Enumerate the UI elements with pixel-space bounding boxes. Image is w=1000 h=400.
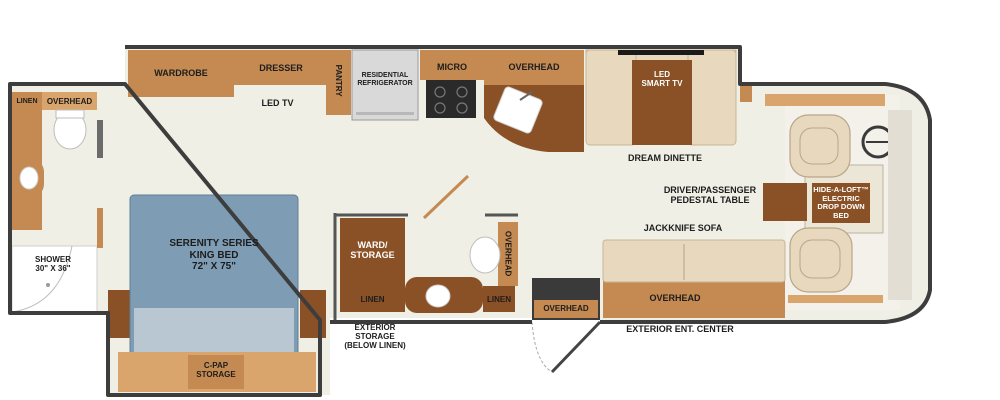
micro-cabinet <box>420 50 484 80</box>
half-bath-sink <box>425 284 451 308</box>
half-bath-door <box>422 174 470 220</box>
burner-2 <box>456 86 468 98</box>
dinette-side-cabinet <box>740 84 752 102</box>
wardrobe-cabinet <box>128 50 234 97</box>
cooktop <box>426 80 476 118</box>
bath-toilet-tank <box>55 109 85 119</box>
label-dresser: DRESSER <box>259 63 303 73</box>
label-led-smart-tv: LED SMART TV <box>641 70 683 89</box>
label-overhead-sofa: OVERHEAD <box>649 293 701 303</box>
burner-1 <box>434 86 446 98</box>
label-overhead-entry: OVERHEAD <box>543 304 589 313</box>
bath-overhead-cabinet <box>42 92 97 110</box>
hide-a-loft-bed <box>812 183 870 223</box>
half-bath-toilet <box>469 236 501 274</box>
label-exterior-storage: EXTERIOR STORAGE (BELOW LINEN) <box>344 323 406 351</box>
label-micro: MICRO <box>437 62 467 72</box>
windshield-dash <box>888 110 912 300</box>
entry-overhead-inner <box>534 300 598 318</box>
kitchen-sink <box>493 86 543 134</box>
passenger-seat <box>789 227 853 293</box>
label-ward-storage: WARD/ STORAGE <box>350 240 395 261</box>
cab-overhead-bottom <box>788 295 883 303</box>
label-led-tv: LED TV <box>261 98 294 108</box>
label-refrigerator: RESIDENTIAL REFRIGERATOR <box>357 72 413 88</box>
overhead-kitchen-cabinet <box>484 50 584 85</box>
label-exterior-ent-center: EXTERIOR ENT. CENTER <box>626 324 734 334</box>
passenger-seat-cushion <box>799 239 841 279</box>
label-cpap-storage: C-PAP STORAGE <box>196 361 236 380</box>
label-linen-left: LINEN <box>360 295 385 304</box>
label-bed: SERENITY SERIES KING BED 72" X 75" <box>169 238 259 272</box>
bath-partition <box>97 120 103 158</box>
bath-partition-2 <box>97 208 103 248</box>
linen-right-cabinet <box>483 286 515 312</box>
ward-storage-cabinet <box>340 218 405 286</box>
label-shower: SHOWER 30" X 36" <box>35 255 71 274</box>
driver-seat-cushion <box>799 127 839 165</box>
burner-4 <box>456 102 468 114</box>
refrigerator <box>351 49 419 121</box>
driver-seat <box>789 114 851 178</box>
sink-faucet <box>519 91 533 101</box>
label-overhead-kitchen: OVERHEAD <box>508 62 560 72</box>
linen-left-cabinet <box>340 286 405 312</box>
label-hide-a-loft: HIDE-A-LOFT™ ELECTRIC DROP DOWN BED <box>813 185 869 220</box>
jackknife-sofa <box>602 239 786 283</box>
dinette-table <box>632 60 692 145</box>
refrigerator-door-line <box>356 112 414 115</box>
half-bath-overhead <box>498 222 518 286</box>
label-wardrobe: WARDROBE <box>154 68 208 78</box>
label-linen-bath: LINEN <box>16 98 38 105</box>
bath-sink <box>19 166 39 190</box>
dinette-seat-left <box>585 49 637 146</box>
shower-drain <box>46 283 50 287</box>
shower-stall <box>11 245 98 313</box>
pantry-cabinet <box>326 50 351 115</box>
burner-3 <box>434 102 446 114</box>
dinette-tv <box>618 50 704 55</box>
label-jackknife-sofa: JACKKNIFE SOFA <box>643 223 723 233</box>
label-pedestal-table: DRIVER/PASSENGER PEDESTAL TABLE <box>663 185 757 206</box>
label-overhead-bath: OVERHEAD <box>46 97 93 106</box>
entry-door <box>550 320 602 374</box>
label-dream-dinette: DREAM DINETTE <box>628 153 702 163</box>
label-pantry: PANTRY <box>334 64 344 97</box>
coach-wall <box>8 45 932 397</box>
label-overhead-half-bath: OVERHEAD <box>503 230 513 277</box>
entry-door-arc <box>531 321 553 373</box>
pedestal-table <box>763 183 807 221</box>
cab-overhead-top <box>765 94 885 106</box>
sofa-overhead <box>603 278 785 318</box>
dresser-cabinet <box>234 50 326 85</box>
label-linen-right: LINEN <box>487 295 511 304</box>
cpap-cabinet-inner <box>188 355 244 389</box>
bed-pillow-area <box>134 308 294 352</box>
dinette-seat-right <box>687 49 737 146</box>
shower-door-arc <box>11 245 73 313</box>
